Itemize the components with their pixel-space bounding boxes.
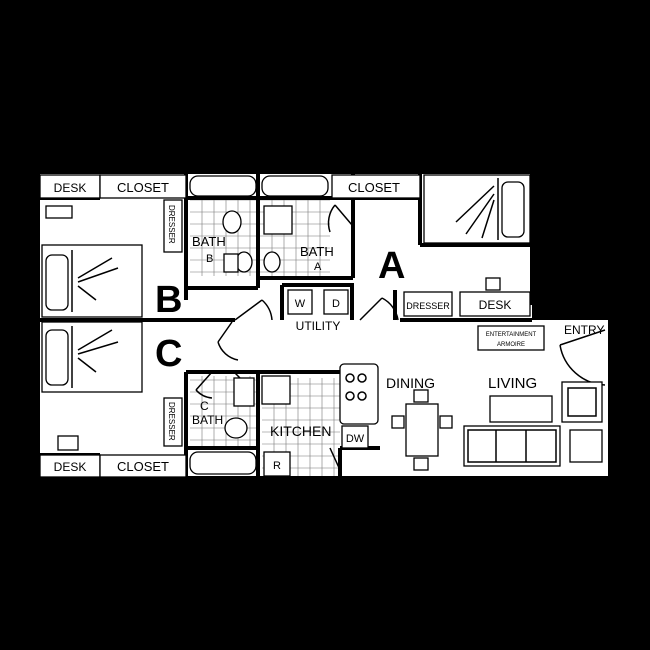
bedroom-b-label: B (155, 279, 182, 321)
closet-c-label: CLOSET (117, 459, 169, 474)
entertainment-armoire (477, 325, 545, 351)
armchair-2 (569, 429, 603, 463)
desk-c-label: DESK (54, 460, 87, 474)
bedroom-b: DESK CLOSET DRESSER B (39, 174, 187, 321)
desk-a (459, 291, 531, 317)
bath-b-label: BATH (192, 234, 226, 249)
exterior-walls (36, 170, 612, 480)
bath-a-id: A (314, 261, 322, 273)
dining-table (405, 403, 439, 457)
kitchen: DW R KITCHEN (261, 363, 379, 477)
dishwasher (341, 425, 369, 449)
closet-b-label: CLOSET (117, 180, 169, 195)
bedroom-a: CLOSET DRESSER DESK A (331, 174, 531, 317)
armoire-label: ARMOIRE (497, 342, 525, 348)
refrigerator (263, 451, 291, 477)
utility: W D UTILITY (287, 289, 349, 333)
bedroom-c-label: C (155, 333, 182, 375)
bath-c: C BATH (189, 377, 257, 475)
sofa (463, 425, 561, 467)
closet-a (331, 174, 421, 199)
dresser-c-label: DRESSER (167, 402, 176, 441)
closet-b (99, 174, 187, 199)
bedroom-a-label: A (378, 245, 405, 287)
closet-a-label: CLOSET (348, 180, 400, 195)
desk-b-label: DESK (54, 181, 87, 195)
dining-label: DINING (386, 375, 435, 391)
dresser-b-label: DRESSER (167, 205, 176, 244)
dryer-label: D (332, 298, 340, 310)
bath-c-label: BATH (192, 413, 223, 427)
bath-c-id: C (200, 399, 209, 413)
kitchen-tiles (262, 378, 340, 478)
kitchen-label: KITCHEN (270, 423, 331, 439)
bath-b-id: B (206, 253, 213, 265)
dishwasher-label: DW (346, 433, 365, 445)
dresser-a-label: DRESSER (406, 301, 450, 311)
living: ENTERTAINMENT ARMOIRE LIVING ENTRY (463, 323, 604, 467)
coffee-table (489, 395, 553, 423)
dresser-a (403, 291, 453, 317)
bathroom-c-tiles (190, 376, 258, 448)
bedroom-c: DRESSER DESK CLOSET C (39, 321, 187, 478)
refrigerator-label: R (273, 460, 281, 472)
entry-label: ENTRY (564, 323, 604, 337)
desk-a-label: DESK (479, 298, 512, 312)
living-label: LIVING (488, 375, 537, 392)
washer-label: W (295, 298, 306, 310)
dresser-b (163, 199, 183, 253)
utility-label: UTILITY (296, 319, 341, 333)
dresser-c (163, 397, 183, 447)
bath-a: BATH A (261, 175, 334, 273)
closet-c (99, 454, 187, 478)
dining: DINING (386, 375, 453, 471)
bath-b: BATH B (189, 175, 257, 273)
entertainment-label: ENTERTAINMENT (486, 332, 537, 338)
bath-a-label: BATH (300, 244, 334, 259)
